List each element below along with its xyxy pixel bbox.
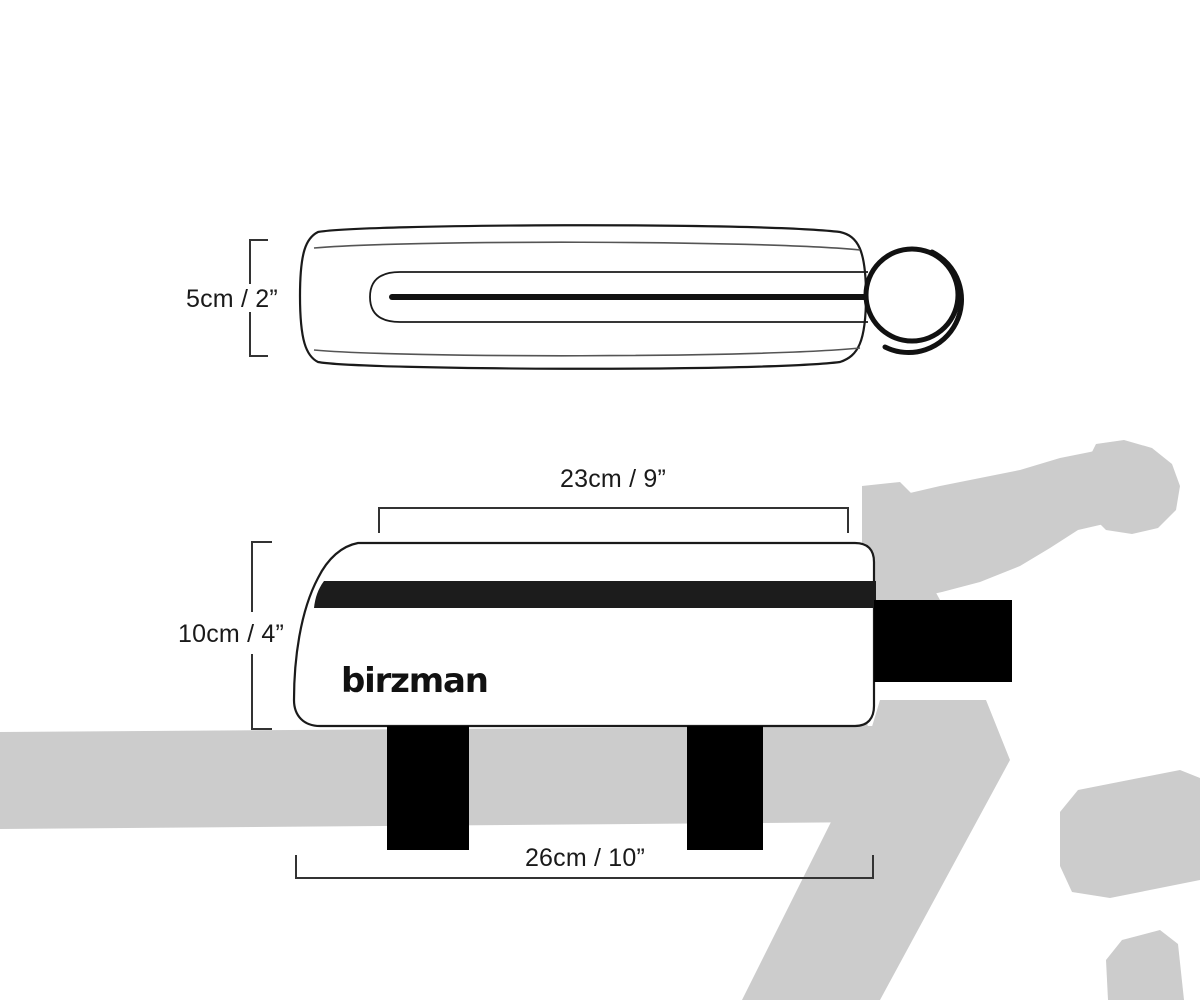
inner-panel-outline — [369, 271, 868, 323]
bike-fork-crown — [1060, 770, 1200, 898]
strap-right — [687, 726, 763, 850]
dim-10cm-label: 10cm / 4” — [178, 620, 284, 648]
brand-logo-text: birzman — [341, 661, 488, 701]
strap-left — [387, 726, 469, 850]
dimension-length-23cm: 23cm / 9” — [378, 465, 849, 533]
dimension-height-5cm: 5cm / 2” — [186, 239, 278, 357]
zipper-pull-ring-inner — [863, 246, 961, 344]
bike-handlebar — [1086, 440, 1180, 534]
dim-10cm-bracket-top — [251, 541, 272, 612]
top-view-upper-crease — [313, 241, 861, 251]
dim-5cm-bracket-top — [249, 239, 268, 284]
top-view-lower-crease — [313, 347, 861, 357]
bike-head-tube-collar — [862, 482, 918, 564]
dim-23cm-bracket — [378, 507, 849, 533]
top-view — [298, 224, 964, 370]
zipper-pull-ring-outer — [882, 249, 964, 355]
dim-23cm-label: 23cm / 9” — [560, 465, 666, 493]
bike-head-tube — [742, 700, 1010, 1000]
dimension-height-10cm: 10cm / 4” — [178, 541, 284, 730]
zipper-stripe — [314, 581, 876, 608]
dimension-strap-span-26cm: 26cm / 10” — [295, 844, 874, 879]
dim-10cm-bracket-bottom — [251, 654, 272, 730]
dim-5cm-bracket-bottom — [249, 312, 268, 357]
strap-head-tube — [874, 600, 1012, 682]
dim-5cm-label: 5cm / 2” — [186, 285, 278, 313]
dim-26cm-bracket — [295, 855, 874, 879]
brand-logo: birzman — [341, 661, 489, 701]
bike-fork-blade — [1106, 930, 1184, 1000]
dim-26cm-label: 26cm / 10” — [525, 844, 645, 872]
